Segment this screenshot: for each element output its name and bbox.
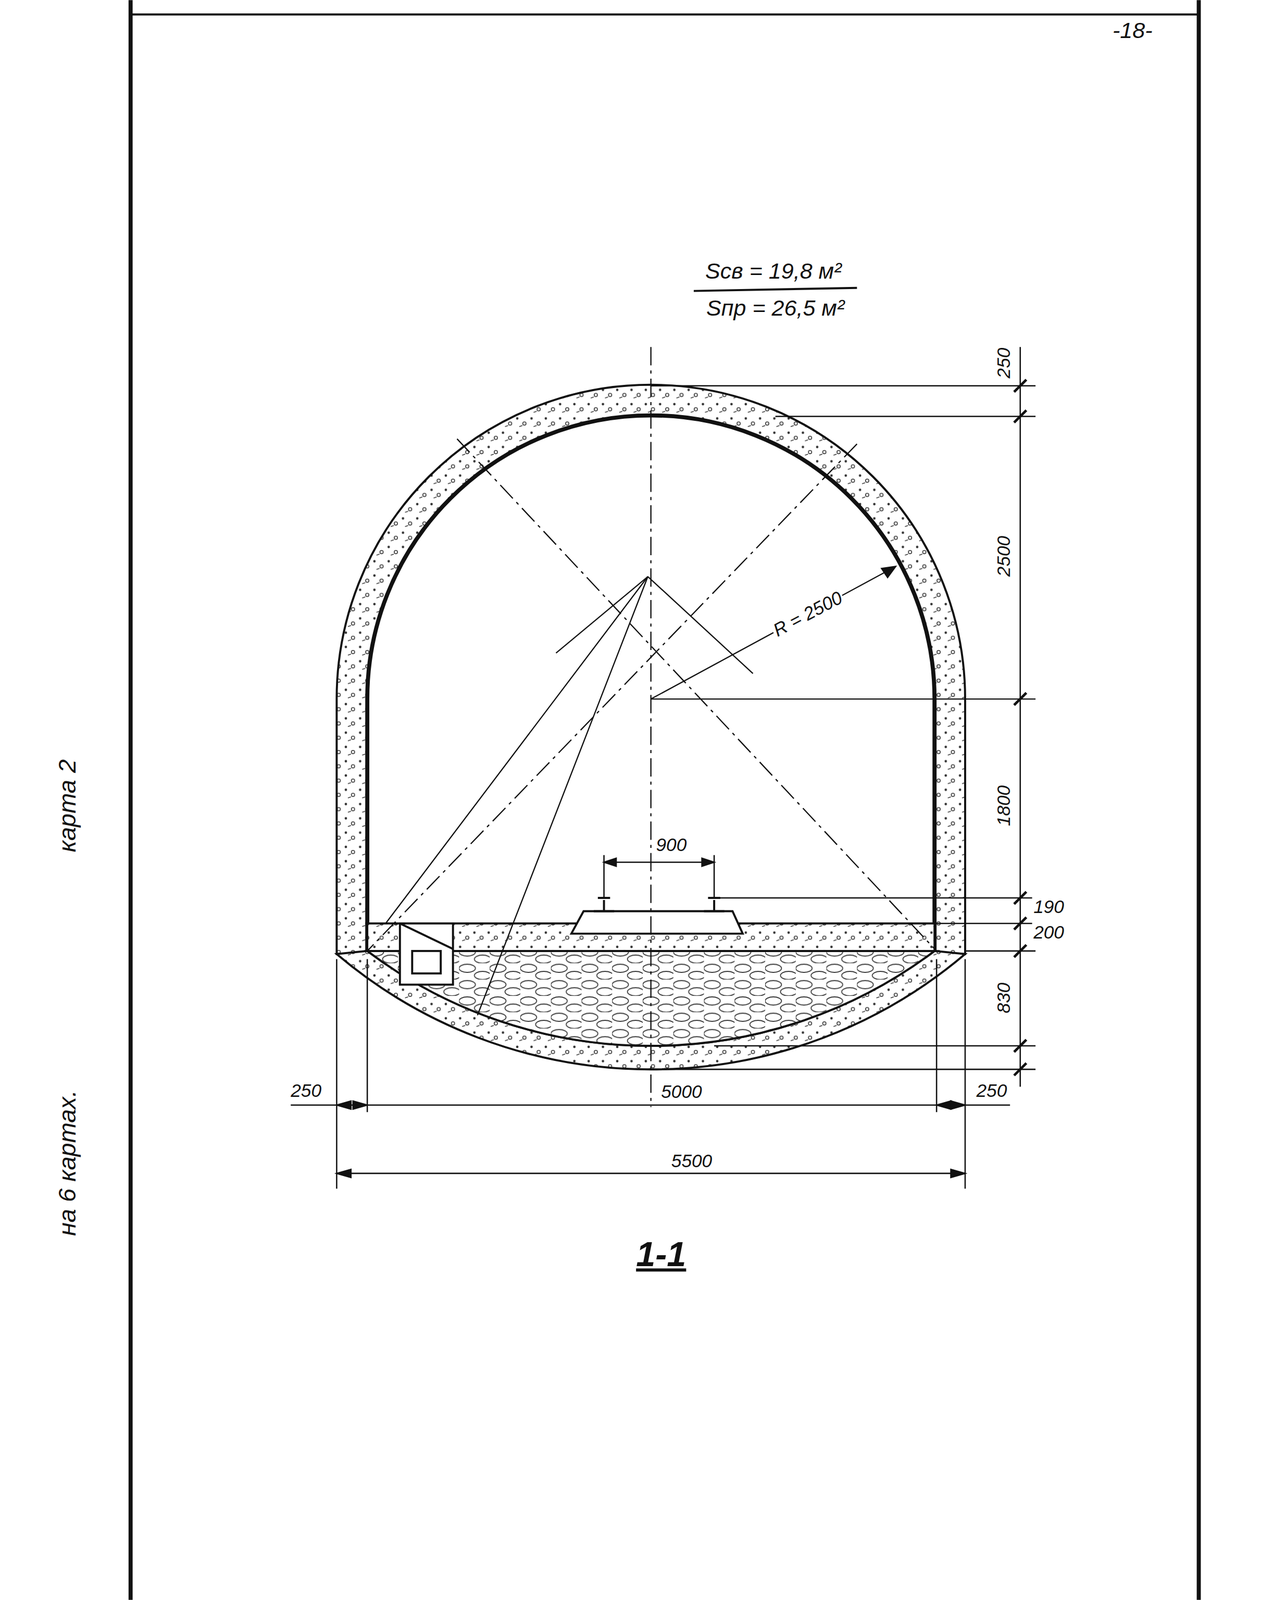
dimension-text: 250 [974, 1080, 1009, 1102]
construction-lines [367, 346, 1036, 1107]
drain-channel [400, 923, 454, 985]
radius-text: R = 2500 [768, 587, 848, 642]
page-number: -18- [1110, 18, 1155, 43]
dimension-text: 830 [993, 980, 1015, 1015]
dimension-text: 2500 [993, 533, 1015, 578]
dimension-text: 5000 [659, 1081, 704, 1102]
dimension-text: 1800 [993, 783, 1015, 828]
area-value: Sпр = 26,5 м² [704, 295, 846, 321]
sheet-note: карта 2 [53, 757, 81, 854]
rail-track [571, 897, 743, 934]
dimension-text: 250 [993, 346, 1015, 381]
dimension-text: 900 [654, 834, 689, 855]
dimension-lines [290, 288, 1056, 1190]
sheet-note: на 6 картах. [53, 1088, 81, 1238]
dimension-text: 250 [289, 1080, 323, 1102]
dimension-text: 190 [1031, 896, 1066, 918]
dimension-text: 200 [1031, 922, 1066, 943]
dimension-text: 5500 [669, 1151, 714, 1172]
section-caption: 1-1 [634, 1235, 688, 1275]
area-value: Sсв = 19,8 м² [703, 258, 844, 284]
sheet-frame [130, 0, 1200, 1600]
